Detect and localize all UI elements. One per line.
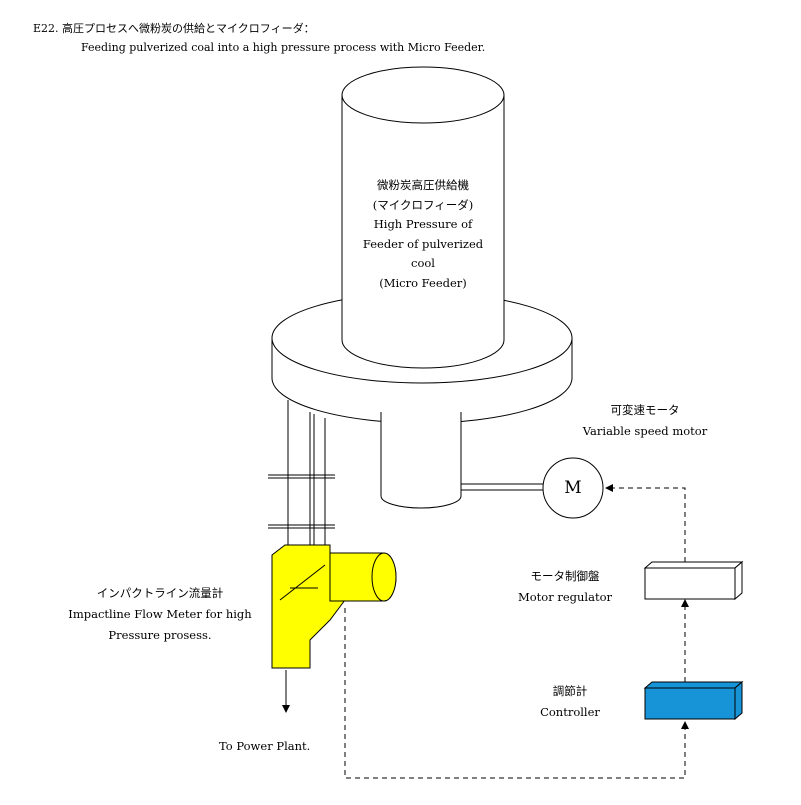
feeder-label: 微粉炭高圧供給機 (マイクロフィーダ) High Pressure of Fee…	[343, 176, 503, 293]
controller-label-jp: 調節計	[552, 684, 588, 698]
motor-shaft	[461, 483, 545, 491]
motor-label-en: Variable speed motor	[582, 424, 708, 438]
header-title-jp: E22. 高圧プロセスへ微粉炭の供給とマイクロフィーダ：	[33, 22, 315, 35]
regulator-label-jp: モータ制御盤	[530, 569, 600, 583]
header-title-en: Feeding pulverized coal into a high pres…	[81, 41, 486, 54]
flow-meter-label-en-2: Pressure prosess.	[108, 628, 212, 642]
flow-meter-label-jp: インパクトライン流量計	[96, 586, 224, 600]
feed-pipes	[268, 400, 335, 545]
feeder-label-line: cool	[411, 256, 435, 270]
feeder-label-line: (Micro Feeder)	[379, 275, 467, 290]
motor-symbol: M	[564, 478, 582, 498]
controller-label-en: Controller	[540, 705, 600, 719]
regulator-label-en: Motor regulator	[517, 590, 613, 604]
drive-cylinder	[380, 412, 462, 509]
feeder-label-line: 微粉炭高圧供給機	[377, 178, 469, 192]
flow-meter	[271, 544, 397, 669]
feeder-label-line: High Pressure of	[373, 217, 473, 231]
motor	[542, 457, 604, 519]
signal-lines	[344, 484, 689, 779]
outlet-label: To Power Plant.	[219, 739, 311, 753]
motor-label-jp: 可変速モータ	[610, 403, 680, 417]
feeder-cylinder	[341, 66, 505, 369]
motor-regulator-box	[643, 560, 744, 601]
feeder-label-line: Feeder of pulverized	[362, 236, 484, 251]
controller-box	[643, 680, 744, 721]
feeder-label-line: (マイクロフィーダ)	[372, 197, 474, 212]
flow-meter-label-en-1: Impactline Flow Meter for high	[68, 607, 252, 621]
